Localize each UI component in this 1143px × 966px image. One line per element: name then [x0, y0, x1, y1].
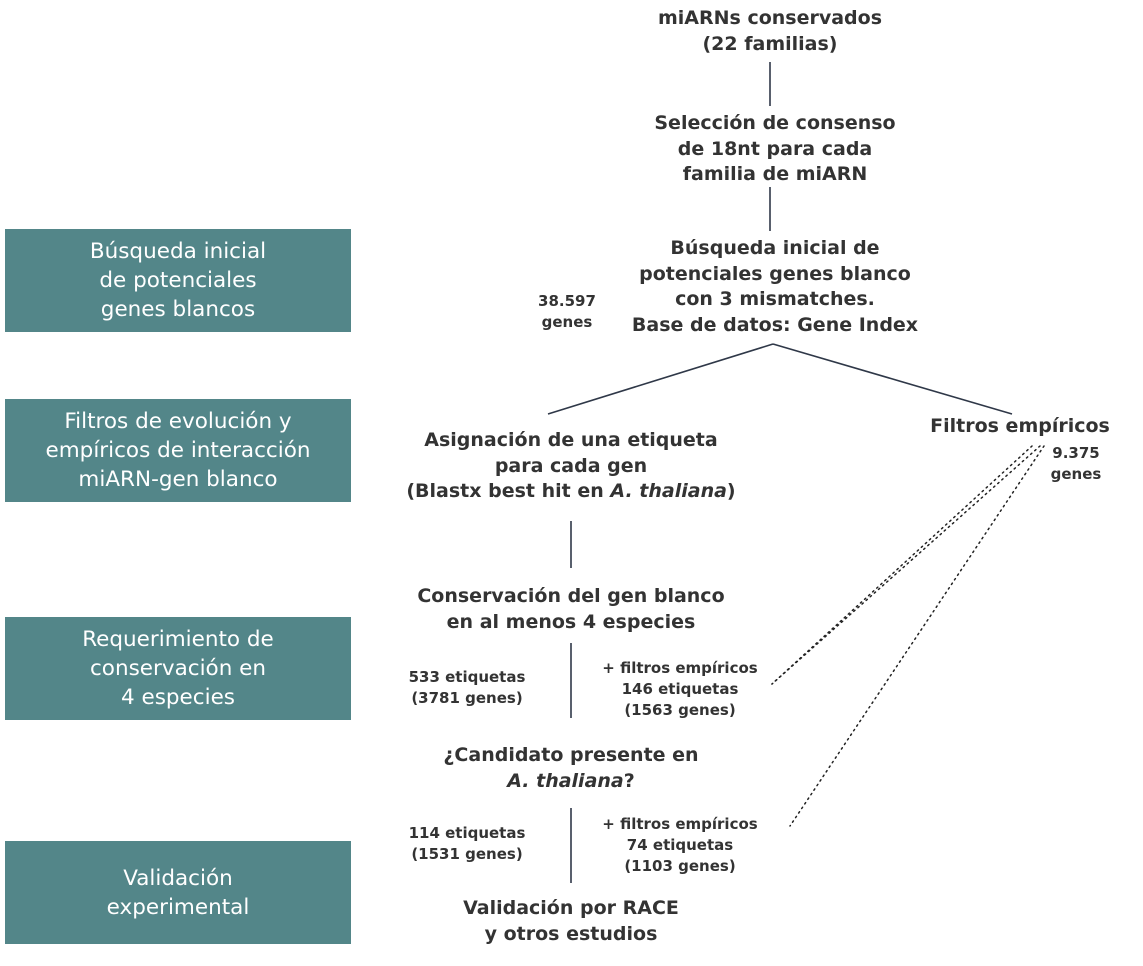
count-empirical-genes: 9.375 genes: [1036, 443, 1116, 485]
stage-line: experimental: [106, 894, 250, 920]
node-line: Conservación del gen blanco: [417, 585, 725, 607]
count-line: (3781 genes): [411, 689, 523, 707]
text-part: ): [726, 480, 736, 502]
count-line: 9.375: [1052, 444, 1100, 462]
stage-line: Validación: [123, 865, 233, 891]
stage-box-filters: Filtros de evolución y empíricos de inte…: [5, 399, 351, 502]
stage-line: conservación en: [89, 656, 267, 681]
node-line: de 18nt para cada: [677, 137, 873, 160]
count-conservation-left: 533 etiquetas (3781 genes): [396, 667, 538, 709]
node-line: (22 familias): [702, 32, 838, 55]
node-line: familia de miARN: [682, 163, 868, 185]
species-name: A. thaliana: [507, 769, 624, 792]
node-line: ¿Candidato presente en: [443, 744, 699, 766]
count-line: (1103 genes): [624, 857, 736, 875]
count-line: 38.597: [538, 292, 596, 310]
stage-line: empíricos de interacción: [45, 438, 311, 463]
connector-branch-left: [547, 343, 774, 415]
stage-line: Filtros de evolución y: [64, 409, 292, 434]
node-line: Búsqueda inicial de: [670, 237, 880, 259]
node-line: Base de datos: Gene Index: [631, 313, 919, 336]
node-validation: Validación por RACE y otros estudios: [400, 896, 742, 947]
node-line: potenciales genes blanco: [639, 262, 911, 285]
stage-line: miARN-gen blanco: [78, 467, 278, 492]
count-line: + filtros empíricos: [602, 659, 758, 677]
node-label-assignment: Asignación de una etiqueta para cada gen…: [390, 428, 752, 505]
text-part: ?: [623, 769, 635, 792]
stage-box-validation: Validación experimental: [5, 841, 351, 944]
node-line: Validación por RACE: [463, 897, 679, 919]
node-line: en al menos 4 especies: [446, 610, 696, 633]
dotted-empirical-to-conservation-2: [771, 445, 1041, 685]
node-line: Selección de consenso: [654, 112, 896, 134]
node-conservation: Conservación del gen blanco en al menos …: [390, 584, 752, 635]
node-line: con 3 mismatches.: [675, 288, 875, 310]
count-line: 533 etiquetas: [408, 668, 526, 686]
node-consensus-selection: Selección de consenso de 18nt para cada …: [610, 111, 940, 188]
count-line: (1531 genes): [411, 845, 523, 863]
node-conserved-mirnas: miARNs conservados (22 familias): [620, 6, 920, 57]
count-line: 146 etiquetas: [621, 680, 739, 698]
count-line: 74 etiquetas: [626, 836, 734, 854]
node-line-mixed: A. thaliana?: [400, 769, 742, 795]
node-line: miARNs conservados: [657, 7, 883, 29]
node-empirical-filters: Filtros empíricos: [918, 414, 1122, 440]
connector-branch-right: [772, 343, 1013, 415]
node-line: Asignación de una etiqueta: [424, 429, 718, 451]
count-candidate-right: + filtros empíricos 74 etiquetas (1103 g…: [586, 814, 774, 877]
text-part: (Blastx best hit en: [406, 480, 611, 502]
dotted-empirical-to-candidate: [789, 445, 1045, 827]
stage-line: Búsqueda inicial: [89, 239, 267, 264]
node-line: para cada gen: [494, 454, 648, 477]
stage-box-initial-search: Búsqueda inicial de potenciales genes bl…: [5, 229, 351, 332]
dotted-empirical-to-conservation: [771, 445, 1033, 685]
node-initial-search: Búsqueda inicial de potenciales genes bl…: [610, 236, 940, 338]
count-line: genes: [541, 313, 593, 331]
stage-line: genes blancos: [100, 297, 256, 322]
stage-line: Requerimiento de: [82, 627, 274, 652]
count-candidate-left: 114 etiquetas (1531 genes): [396, 823, 538, 865]
node-line: Filtros empíricos: [930, 415, 1110, 437]
stage-line: 4 especies: [120, 685, 236, 710]
count-conservation-right: + filtros empíricos 146 etiquetas (1563 …: [586, 658, 774, 721]
count-line: 114 etiquetas: [408, 824, 526, 842]
node-line-mixed: (Blastx best hit en A. thaliana): [390, 479, 752, 505]
count-line: + filtros empíricos: [602, 815, 758, 833]
stage-box-conservation: Requerimiento de conservación en 4 espec…: [5, 617, 351, 720]
stage-line: de potenciales: [99, 268, 257, 293]
species-name: A. thaliana: [610, 480, 727, 502]
node-candidate-present: ¿Candidato presente en A. thaliana?: [400, 743, 742, 794]
node-line: y otros estudios: [484, 922, 658, 945]
count-initial-genes: 38.597 genes: [527, 291, 607, 333]
count-line: genes: [1050, 465, 1102, 483]
count-line: (1563 genes): [624, 701, 736, 719]
